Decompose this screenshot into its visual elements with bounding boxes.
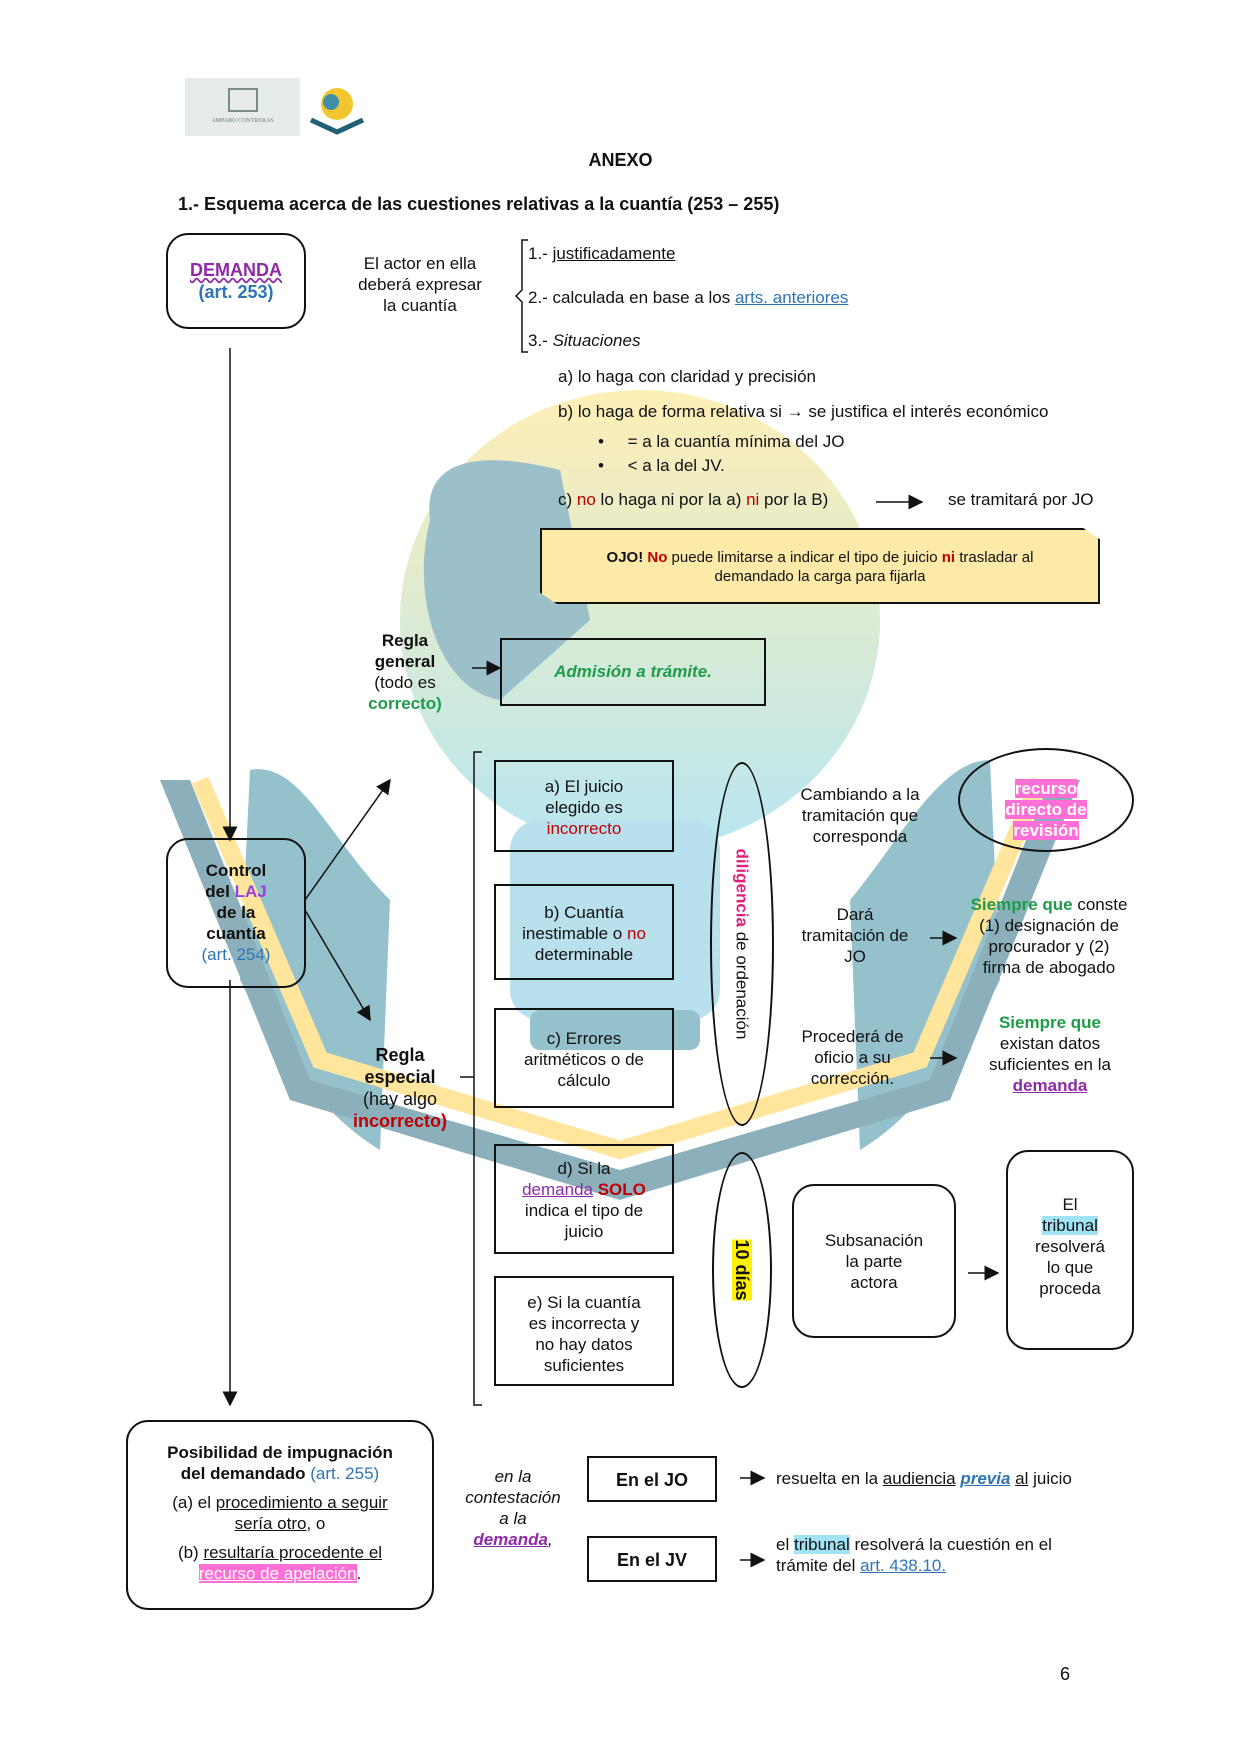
plazo-ellipse: [712, 1152, 772, 1388]
situacion-c: c) no lo haga ni por la a) ni por la B) …: [558, 490, 1094, 509]
diligencia-text: diligencia de ordenación: [732, 848, 752, 1040]
arts-anteriores-link[interactable]: arts. anteriores: [734, 288, 849, 307]
page-number: 6: [1060, 1664, 1071, 1684]
recurso-revision-ellipse: recurso directo de revisión: [958, 748, 1134, 852]
actor-line: deberá expresar: [358, 275, 482, 294]
diligencia-ellipse: [710, 762, 774, 1126]
demanda-art: (art. 253): [198, 282, 274, 302]
impugnacion-box: Posibilidad de impugnación del demandado…: [126, 1420, 434, 1610]
art-438-link[interactable]: art. 438.10.: [860, 1556, 947, 1575]
page-title: ANEXO: [588, 150, 653, 170]
ojo-note-box: OJO! No puede limitarse a indicar el tip…: [540, 528, 1100, 604]
actor-text: El actor en ella deberá expresar la cuan…: [345, 253, 495, 316]
en-el-jv-box: En el JV: [587, 1536, 717, 1582]
bullet-item: • = a la cuantía mínima del JO: [598, 432, 845, 451]
situacion-a: a) lo haga con claridad y precisión: [558, 367, 816, 386]
diez-dias-text: 10 días: [732, 1239, 752, 1301]
demanda-box: DEMANDA (art. 253): [166, 233, 306, 329]
regla-general: Regla general (todo es correcto): [368, 631, 442, 713]
actor-line: El actor en ella: [363, 254, 477, 273]
actor-line: la cuantía: [383, 296, 457, 315]
scales-icon: [227, 88, 258, 112]
logo-text: AMPARO CONTRERAS: [211, 118, 274, 124]
lightbulb-book-logo-icon: [305, 80, 369, 138]
requisito-2: 2.- calculada en base a los arts. anteri…: [528, 288, 849, 307]
admision-box: Admisión a trámite.: [500, 638, 766, 706]
section-heading: 1.- Esquema acerca de las cuestiones rel…: [178, 194, 780, 214]
jo-resultado: resuelta en la audiencia previa al juici…: [776, 1469, 1072, 1488]
situacion-b: b) lo haga de forma relativa si → se jus…: [558, 402, 1049, 421]
demanda-label: DEMANDA: [190, 260, 282, 280]
situaciones-list: a) lo haga con claridad y precisión b) l…: [558, 366, 1118, 510]
en-el-jo-box: En el JO: [587, 1456, 717, 1502]
tramitara-jo: se tramitará por JO: [948, 490, 1094, 509]
bullet-item: • < a la del JV.: [598, 456, 725, 475]
requisitos-list: 1.- justificadamente 2.- calculada en ba…: [528, 243, 848, 351]
requisito-3: 3.- Situaciones: [528, 331, 641, 350]
control-laj-box: Control del LAJ de la cuantía (art. 254): [166, 838, 306, 988]
jv-resultado: el tribunal resolverá la cuestión en el …: [776, 1535, 1052, 1575]
requisito-1: 1.- justificadamente: [528, 244, 676, 263]
logo-amparo-contreras: AMPARO CONTRERAS: [185, 78, 300, 136]
regla-especial: Regla especial (hay algo incorrecto): [352, 1045, 448, 1131]
